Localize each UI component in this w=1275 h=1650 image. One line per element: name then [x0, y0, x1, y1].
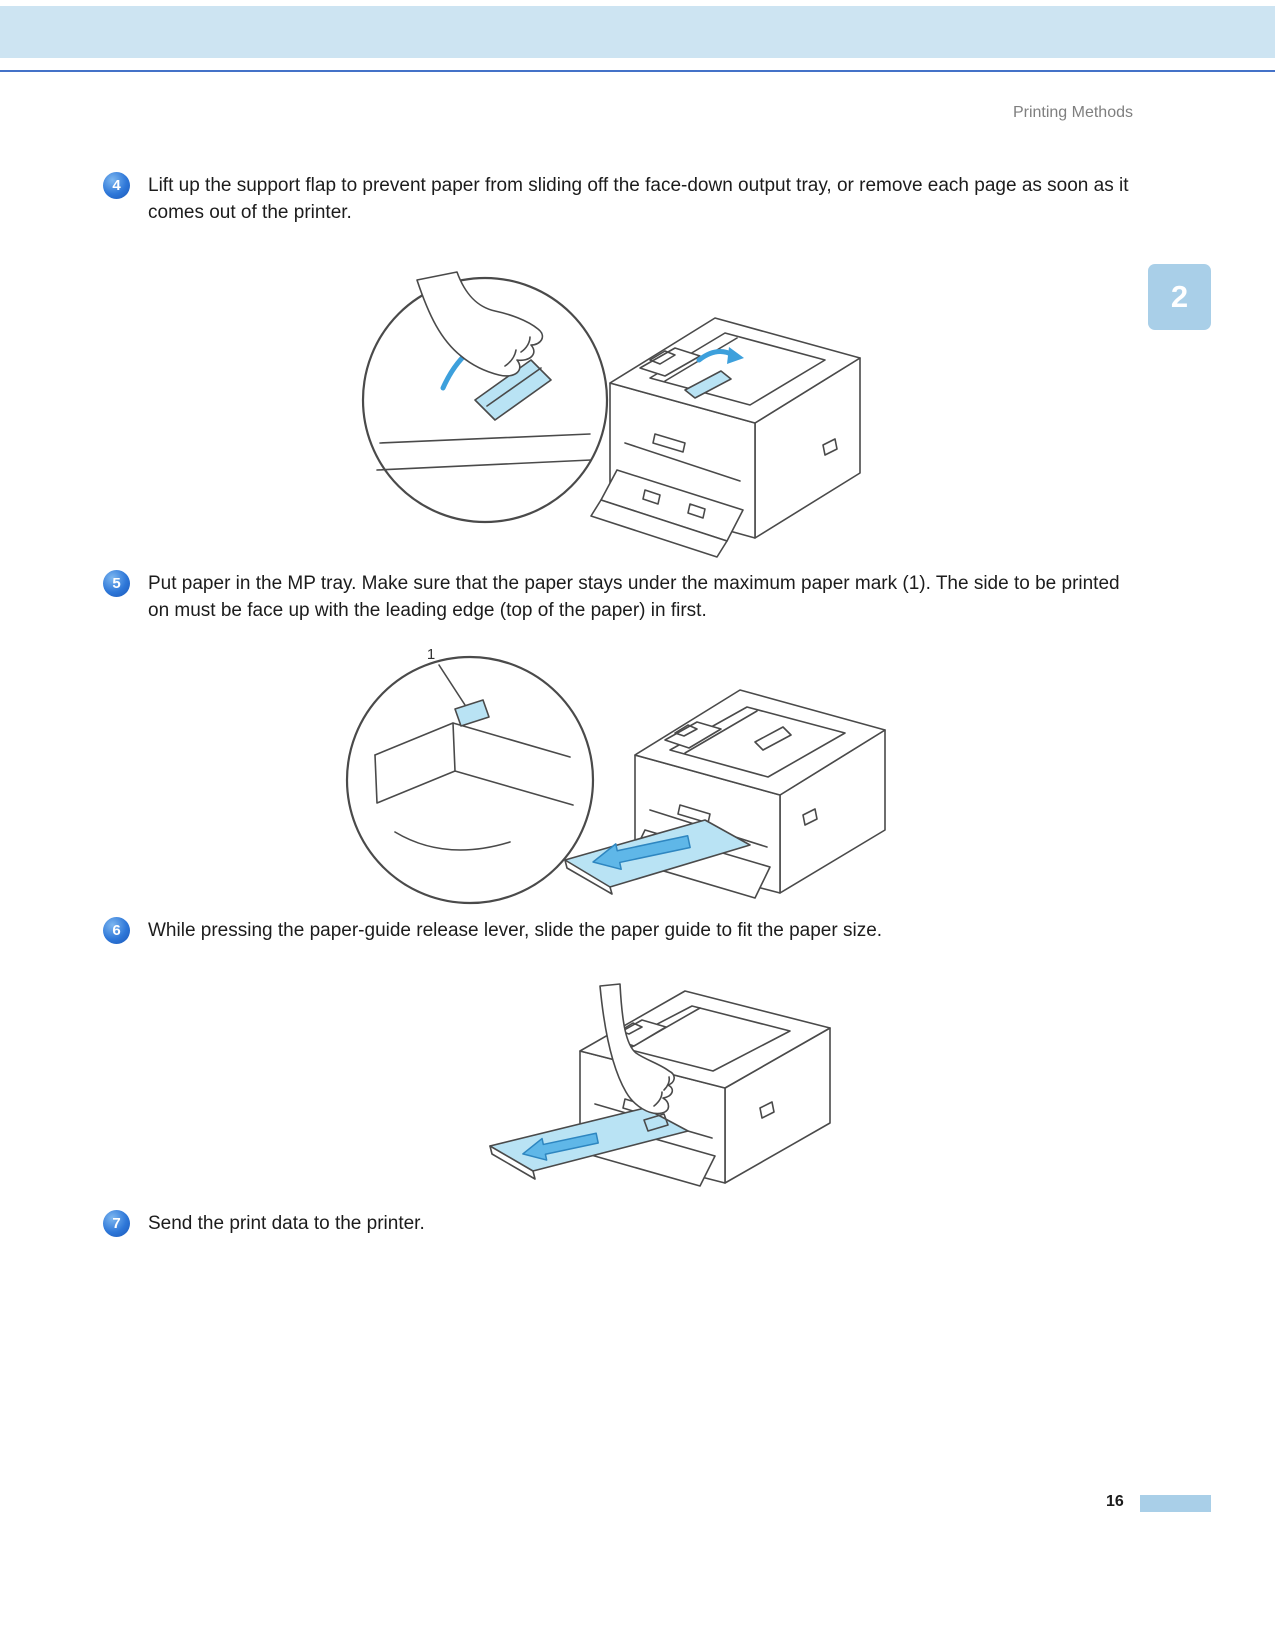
step-7-badge: 7 [103, 1210, 130, 1237]
control-panel [664, 721, 722, 749]
step-4: 4 Lift up the support flap to prevent pa… [103, 172, 1138, 226]
header-band [0, 6, 1275, 58]
printer-illustration [489, 983, 831, 1187]
support-flap-highlight [684, 370, 732, 399]
header-rule [0, 70, 1275, 72]
callout-leader-line [438, 664, 466, 706]
hand-icon [599, 983, 675, 1115]
paper-guide-right [687, 503, 706, 519]
support-flap-raised [754, 726, 792, 751]
chapter-tab: 2 [1148, 264, 1211, 330]
step-6-badge: 6 [103, 917, 130, 944]
paper-guide-left [642, 489, 661, 505]
running-header-title: Printing Methods [1012, 104, 1133, 121]
step-7-text: Send the print data to the printer. [148, 1213, 425, 1234]
paper-guide-tab [643, 1113, 669, 1132]
display-screen [674, 724, 698, 737]
page-number: 16 [1106, 1493, 1124, 1510]
step-6: 6 While pressing the paper-guide release… [103, 917, 1138, 944]
max-paper-mark-highlight [454, 699, 490, 727]
figure-step4-support-flap [355, 238, 875, 568]
insertion-arrow-icon [592, 834, 691, 871]
magnifier-circle: 1 [345, 646, 595, 905]
chapter-number: 2 [1170, 279, 1189, 314]
step-6-text: While pressing the paper-guide release l… [148, 920, 883, 941]
display-screen [649, 350, 676, 365]
printer-illustration [564, 689, 886, 899]
figure-step5-load-paper: 1 [335, 635, 905, 910]
max-paper-mark-label: 1 [427, 646, 435, 663]
step-5-text: Put paper in the MP tray. Make sure that… [148, 573, 1120, 621]
step-4-text: Lift up the support flap to prevent pape… [148, 175, 1129, 223]
step-5-badge: 5 [103, 570, 130, 597]
hand-icon [416, 271, 544, 377]
control-panel [639, 347, 701, 377]
magnifier-circle [361, 271, 609, 524]
step-4-badge: 4 [103, 172, 130, 199]
step-7: 7 Send the print data to the printer. [103, 1210, 1138, 1237]
footer-bar [1140, 1495, 1211, 1512]
printer-illustration [590, 317, 861, 558]
figure-step6-paper-guide [430, 956, 900, 1201]
tray-support-extension [590, 499, 728, 558]
slide-arrow-icon [522, 1132, 599, 1161]
step-5: 5 Put paper in the MP tray. Make sure th… [103, 570, 1138, 624]
